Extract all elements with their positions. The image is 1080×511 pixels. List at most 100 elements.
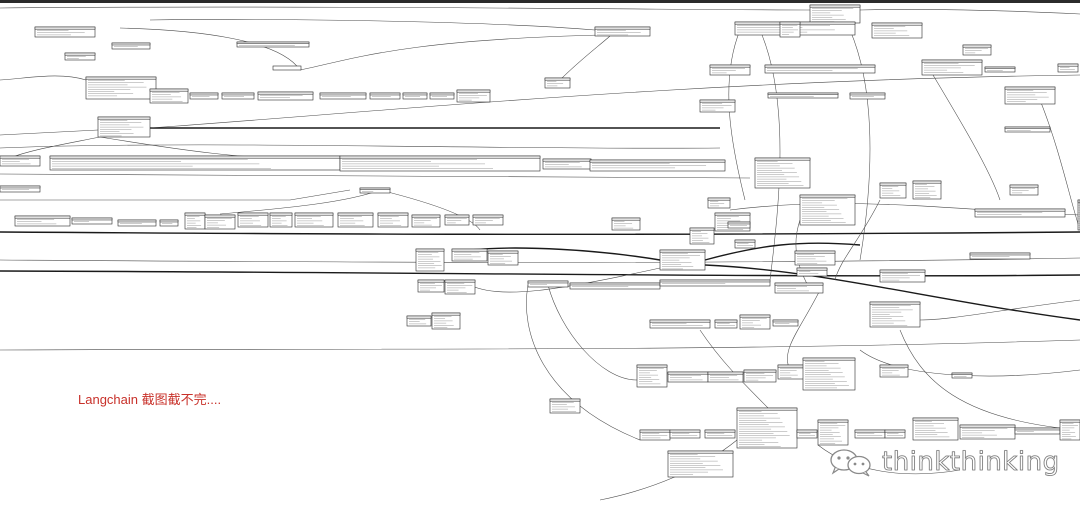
- diagram-connector: [0, 189, 351, 201]
- diagram-connector: [0, 75, 87, 81]
- uml-class-box: [921, 59, 983, 76]
- uml-class-box: [659, 279, 771, 287]
- uml-class-box: [594, 26, 651, 37]
- uml-class-box: [969, 252, 1031, 260]
- uml-class-box: [64, 52, 96, 61]
- uml-class-box: [611, 217, 641, 231]
- uml-class-box: [527, 280, 569, 288]
- uml-class-box: [549, 398, 581, 414]
- diagram-connector: [859, 9, 1080, 15]
- uml-class-box: [951, 372, 973, 379]
- uml-class-box: [659, 249, 706, 271]
- uml-class-box: [984, 66, 1016, 73]
- diagram-connector: [0, 129, 99, 136]
- uml-class-box: [319, 92, 367, 100]
- uml-class-box: [796, 429, 818, 439]
- uml-class-box: [34, 26, 96, 38]
- diagram-connector: [0, 339, 1080, 351]
- uml-class-box: [451, 248, 488, 262]
- uml-class-box: [1004, 86, 1056, 105]
- uml-class-box: [542, 158, 592, 170]
- uml-class-box: [799, 194, 856, 226]
- uml-class-box: [14, 215, 71, 227]
- uml-class-box: [754, 157, 811, 189]
- uml-class-box: [85, 76, 157, 100]
- uml-class-box: [709, 64, 751, 76]
- uml-class-box: [736, 407, 798, 449]
- uml-class-box: [237, 212, 269, 228]
- uml-class-box: [97, 116, 151, 138]
- diagram-connector: [0, 173, 751, 179]
- uml-class-box: [772, 319, 799, 327]
- uml-class-box: [689, 227, 715, 245]
- diagram-connector: [0, 231, 1080, 236]
- uml-class-box: [764, 64, 876, 74]
- uml-class-box: [912, 417, 959, 441]
- uml-class-box: [869, 301, 921, 328]
- uml-class-box: [159, 219, 179, 227]
- uml-class-box: [667, 371, 709, 383]
- uml-class-box: [544, 77, 571, 89]
- uml-class-box: [444, 214, 470, 226]
- uml-class-box: [71, 217, 113, 225]
- uml-class-box: [472, 214, 504, 226]
- uml-class-box: [149, 88, 189, 104]
- uml-class-box: [444, 279, 476, 295]
- diagram-connector: [704, 264, 1080, 321]
- diagram-connector: [469, 247, 661, 261]
- wechat-icon: [830, 449, 871, 477]
- uml-class-box: [257, 91, 314, 101]
- uml-class-box: [272, 65, 302, 71]
- uml-class-box: [589, 159, 726, 172]
- uml-class-box: [962, 44, 992, 56]
- uml-class-box: [417, 279, 445, 293]
- diagram-edges: [0, 6, 1080, 501]
- diagram-connector: [0, 6, 811, 11]
- uml-class-box: [339, 155, 541, 172]
- diagram-connector: [817, 444, 961, 475]
- diagram-connector: [599, 439, 738, 501]
- uml-class-box: [734, 239, 756, 249]
- uml-class-box: [487, 250, 519, 266]
- uml-class-box: [0, 155, 41, 167]
- uml-class-box: [456, 89, 491, 103]
- uml-class-box: [912, 180, 942, 200]
- diagram-connector: [149, 74, 1080, 129]
- uml-class-box: [221, 92, 255, 100]
- uml-class-box: [431, 312, 461, 330]
- diagram-connector: [559, 35, 611, 81]
- uml-class-box: [879, 269, 926, 283]
- uml-class-box: [189, 92, 219, 100]
- uml-class-box: [884, 429, 906, 439]
- uml-class-box: [429, 92, 455, 100]
- uml-class-box: [796, 267, 828, 277]
- uml-class-box: [236, 41, 310, 48]
- uml-class-box: [184, 212, 206, 230]
- uml-class-box: [974, 208, 1066, 218]
- uml-class-box: [649, 319, 711, 329]
- uml-class-box: [669, 429, 701, 439]
- uml-class-box: [337, 212, 374, 228]
- uml-class-box: [699, 99, 736, 113]
- diagram-connector: [9, 136, 101, 159]
- uml-class-box: [406, 315, 432, 327]
- uml-class-box: [1009, 184, 1039, 196]
- diagram-connector: [834, 199, 881, 281]
- uml-class-box: [117, 219, 157, 227]
- diagram-connector: [0, 270, 1080, 277]
- uml-class-box: [204, 214, 236, 230]
- uml-class-box: [707, 197, 731, 209]
- diagram-connector: [759, 29, 781, 281]
- diagram-connector: [849, 29, 871, 261]
- uml-class-box: [0, 185, 41, 193]
- diagram-connector: [0, 144, 721, 149]
- uml-class-box: [809, 4, 861, 24]
- diagram-connector: [149, 19, 596, 31]
- diagram-connector: [299, 34, 601, 71]
- uml-class-box: [269, 212, 293, 228]
- uml-class-box: [774, 282, 824, 294]
- top-border-bar: [0, 0, 1080, 3]
- uml-class-box: [871, 22, 923, 39]
- diagram-connector: [119, 27, 301, 71]
